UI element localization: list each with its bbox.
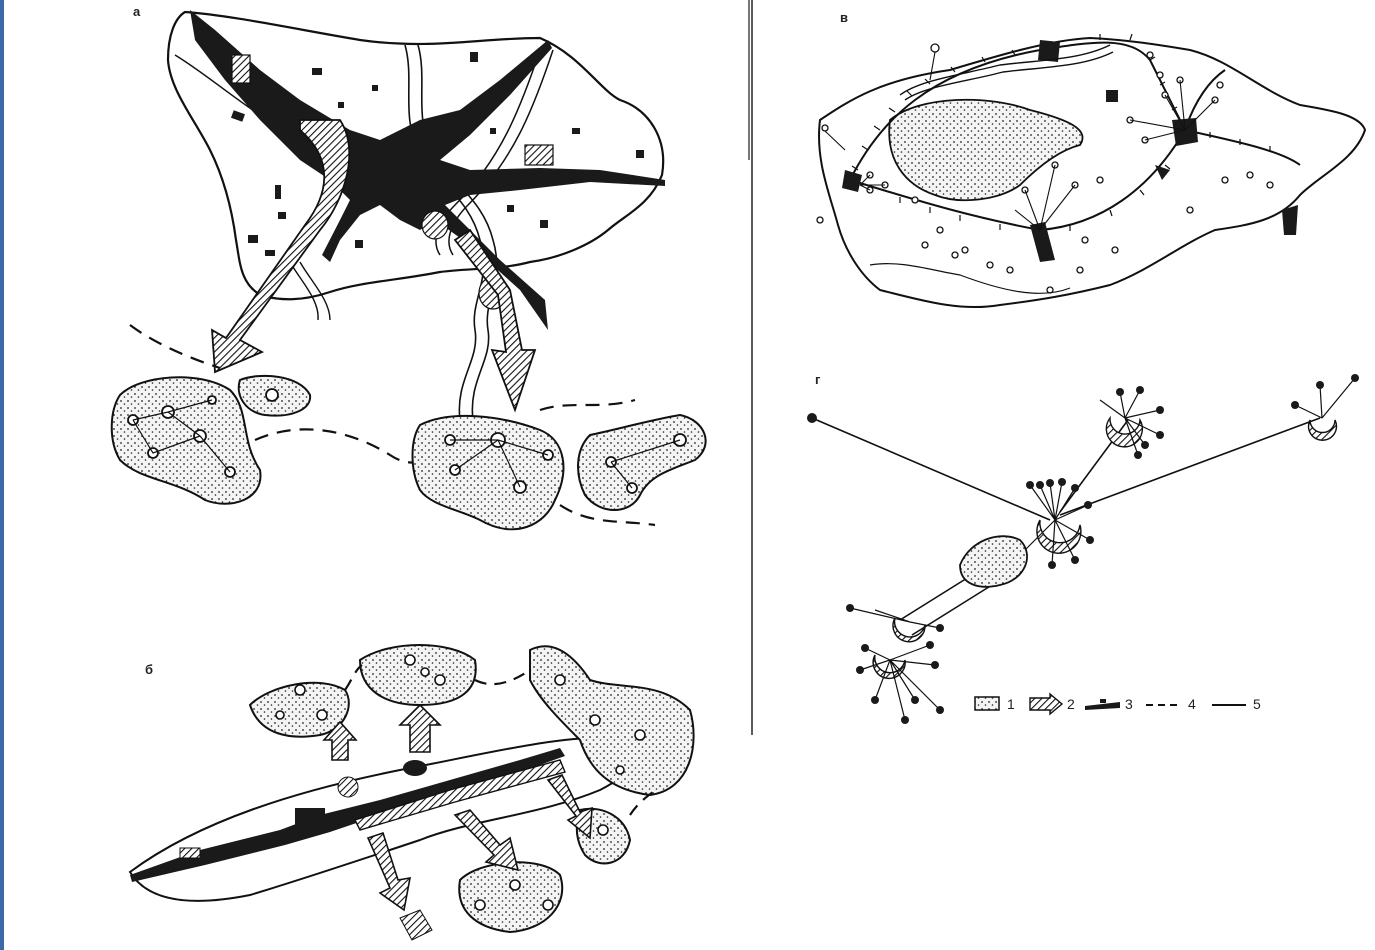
panel-g-diagram <box>807 374 1359 724</box>
legend-item-2: 2 <box>1067 696 1075 712</box>
panel-label-v: в <box>840 10 848 25</box>
panel-v-diagram <box>816 33 1367 309</box>
legend-dotted-patch-symbol <box>974 696 1000 711</box>
panel-label-g: г <box>815 372 821 387</box>
legend-hatched-arrow-symbol <box>1029 692 1064 716</box>
panel-label-b: б <box>145 662 154 677</box>
legend-symbols <box>974 692 1246 716</box>
panel-b-diagram <box>128 644 695 941</box>
legend-item-3: 3 <box>1125 696 1133 712</box>
legend-built-up-symbol <box>1085 699 1120 710</box>
scan-left-edge <box>0 0 4 950</box>
legend-item-1: 1 <box>1007 696 1015 712</box>
legend-item-4: 4 <box>1188 696 1196 712</box>
panel-a-diagram <box>110 10 707 531</box>
legend-item-5: 5 <box>1253 696 1261 712</box>
panel-label-a: а <box>133 4 141 19</box>
